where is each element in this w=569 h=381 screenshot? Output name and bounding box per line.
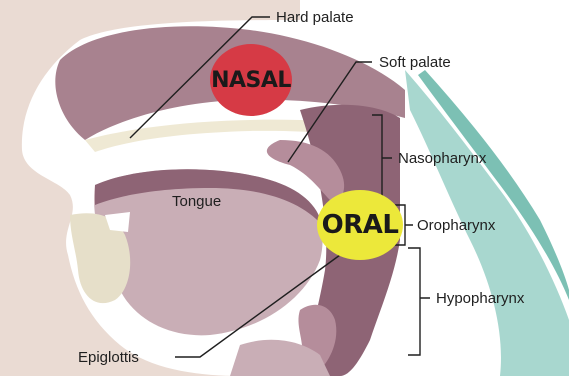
label-epiglottis: Epiglottis <box>78 349 139 366</box>
label-tongue: Tongue <box>172 193 221 210</box>
badge-nasal-text: NASAL <box>211 68 291 93</box>
leader-hypopharynx <box>408 248 430 355</box>
badge-nasal: NASAL <box>210 44 292 116</box>
label-soft-palate: Soft palate <box>379 54 451 71</box>
label-hard-palate: Hard palate <box>276 9 354 26</box>
badge-oral-text: ORAL <box>322 210 399 240</box>
badge-oral: ORAL <box>317 190 403 260</box>
label-hypopharynx: Hypopharynx <box>436 290 524 307</box>
label-oropharynx: Oropharynx <box>417 217 495 234</box>
label-nasopharynx: Nasopharynx <box>398 150 486 167</box>
